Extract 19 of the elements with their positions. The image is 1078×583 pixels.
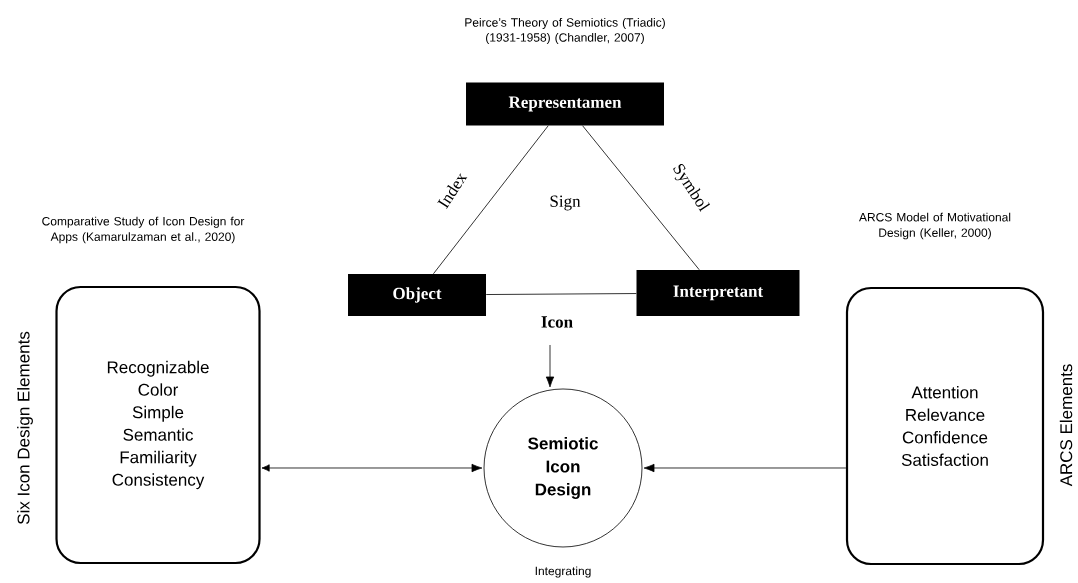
connector [582, 125, 700, 271]
term-box: Object [348, 274, 486, 316]
caption-text: Integrating [535, 566, 591, 578]
edge-label: Icon [541, 316, 573, 328]
connector [545, 344, 555, 388]
side-label: Six Icon Design Elements [17, 331, 33, 525]
caption-text: ARCS Model of Motivational Design (Keller, 2000) [859, 212, 1011, 240]
connector [433, 125, 549, 275]
caption-text: Peirce’s Theory of Semiotics (Triadic) (1931-1958) (Chandler, 2007) [465, 17, 665, 45]
term-box: Representamen [466, 82, 664, 126]
connector [643, 463, 847, 473]
element-box: Attention Relevance Confidence Satisfaction [845, 286, 1045, 566]
element-box: Recognizable Color Simple Semantic Familiarity Consistency [55, 285, 261, 565]
side-label: ARCS Elements [1059, 364, 1073, 487]
term-box: Interpretant [636, 270, 800, 316]
connector [485, 293, 637, 295]
connector [261, 463, 483, 473]
caption-text: Comparative Study of Icon Design for Apps (Kamarulzaman et al., 2020) [42, 216, 245, 244]
center-label: Sign [550, 195, 581, 211]
